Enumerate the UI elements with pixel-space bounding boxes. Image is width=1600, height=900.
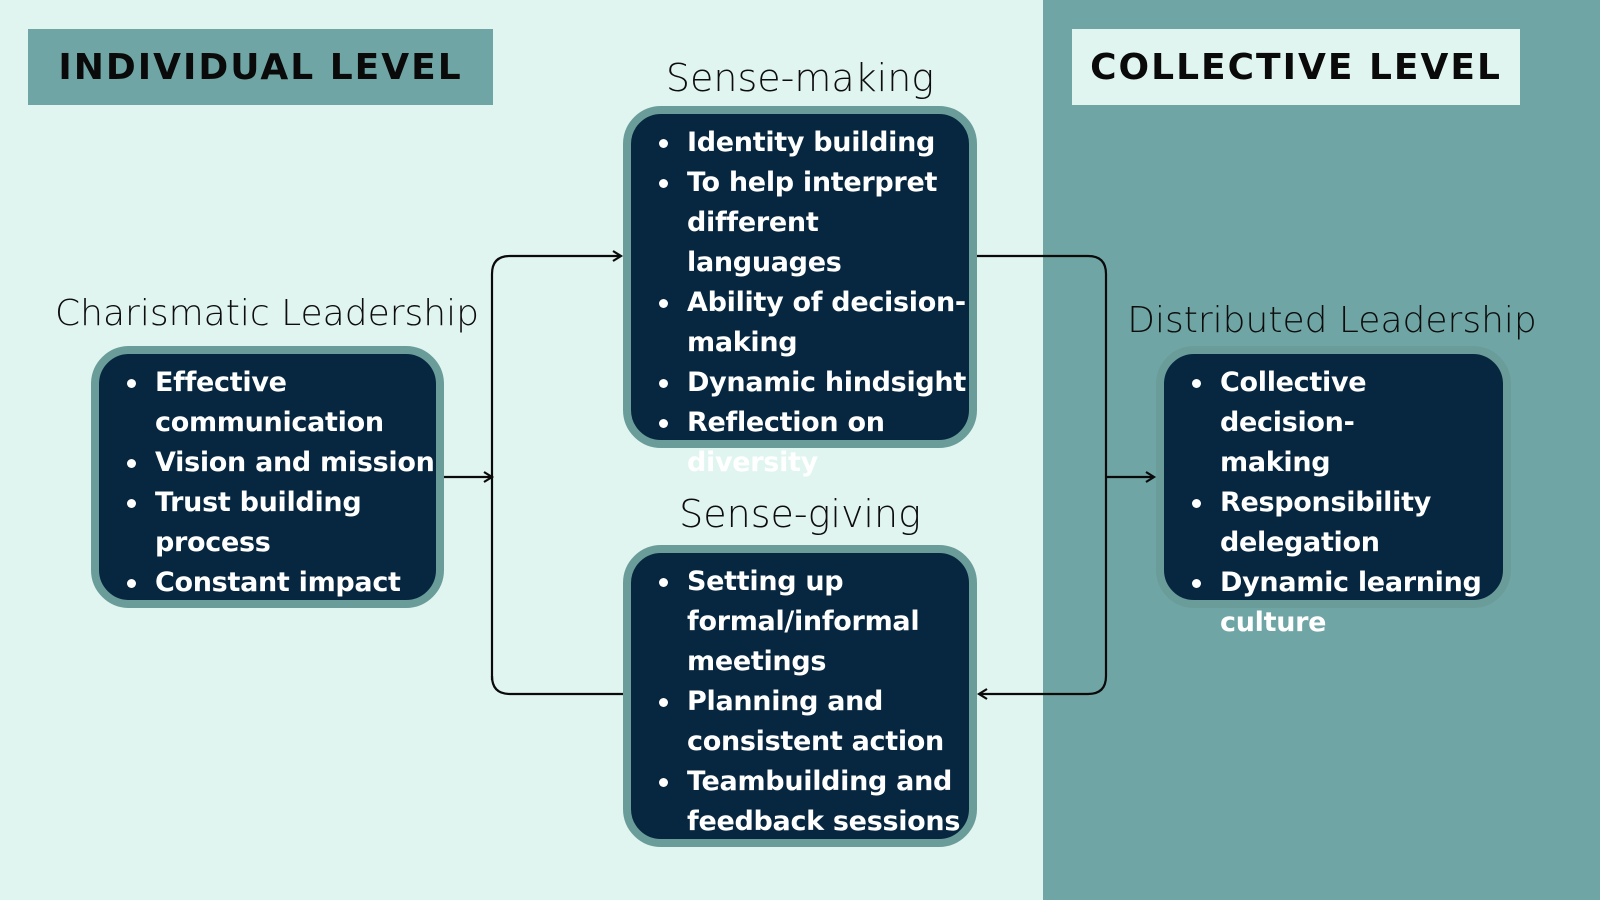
sense-making-heading: Sense-making <box>665 56 935 100</box>
charismatic-box: Effective communication Vision and missi… <box>91 346 444 608</box>
sense-giving-heading: Sense-giving <box>679 492 921 536</box>
list-item: Ability of decision- making <box>659 283 969 363</box>
line-sense-giving-to-bus <box>490 675 623 696</box>
sense-giving-box: Setting up formal/informal meetings Plan… <box>623 545 977 847</box>
list-item: Vision and mission <box>127 443 436 483</box>
list-item: Constant impact <box>127 563 436 603</box>
sense-making-list: Identity building To help interpret diff… <box>631 114 969 483</box>
list-item: Setting up formal/informal meetings <box>659 562 969 682</box>
line-sense-making-to-right-bus <box>976 254 1108 700</box>
arrow-bus-to-sense-making <box>490 250 624 680</box>
list-item: Dynamic learning culture <box>1192 563 1503 643</box>
list-item: Effective communication <box>127 363 436 443</box>
distributed-box: Collective decision- making Responsibili… <box>1156 346 1511 638</box>
list-item: To help interpret different languages <box>659 163 969 283</box>
list-item: Dynamic hindsight <box>659 363 969 403</box>
collective-level-label: COLLECTIVE LEVEL <box>1072 29 1520 105</box>
distributed-list: Collective decision- making Responsibili… <box>1164 354 1503 643</box>
sense-giving-list: Setting up formal/informal meetings Plan… <box>631 553 969 842</box>
charismatic-list: Effective communication Vision and missi… <box>99 354 436 603</box>
distributed-heading: Distributed Leadership <box>1127 300 1537 341</box>
list-item: Collective decision- making <box>1192 363 1503 483</box>
list-item: Teambuilding and feedback sessions <box>659 762 969 842</box>
list-item: Identity building <box>659 123 969 163</box>
sense-making-box: Identity building To help interpret diff… <box>623 106 977 478</box>
charismatic-heading: Charismatic Leadership <box>55 293 479 334</box>
list-item: Trust building process <box>127 483 436 563</box>
list-item: Responsibility delegation <box>1192 483 1503 563</box>
list-item: Reflection on diversity <box>659 403 969 483</box>
list-item: Planning and consistent action <box>659 682 969 762</box>
individual-level-label: INDIVIDUAL LEVEL <box>28 29 493 105</box>
